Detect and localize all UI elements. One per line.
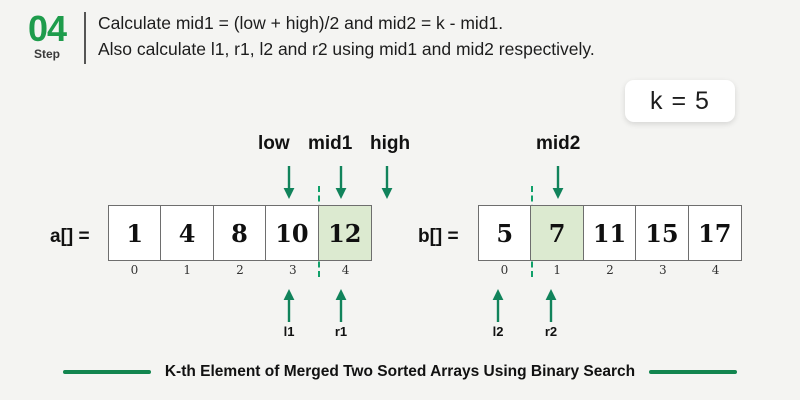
array-a-cell-2[interactable]: 8	[213, 206, 267, 260]
arrow-down-mid2-icon	[552, 166, 564, 199]
step-description: Calculate mid1 = (low + high)/2 and mid2…	[98, 10, 595, 62]
array-b-label: b[] =	[418, 226, 459, 247]
array-b-cell-4[interactable]: 17	[688, 206, 742, 260]
step-badge: 04 Step	[16, 10, 78, 62]
pointer-label-r1: r1	[334, 324, 348, 339]
step-description-line-1: Calculate mid1 = (low + high)/2 and mid2…	[98, 13, 504, 33]
array-b-cell-0[interactable]: 5	[479, 206, 532, 260]
array-b-index-4: 4	[711, 263, 720, 277]
array-a-index-row: 0 1 2 3 4	[108, 263, 372, 281]
footer-rule-right	[649, 370, 738, 374]
array-a: 1 4 8 10 12	[108, 205, 372, 261]
arrow-up-l1-icon	[283, 289, 295, 322]
step-header: 04 Step Calculate mid1 = (low + high)/2 …	[16, 10, 786, 72]
pointer-label-r2: r2	[544, 324, 558, 339]
pointer-label-low: low	[258, 133, 290, 154]
arrow-up-l2-icon	[492, 289, 504, 322]
array-b-index-3: 3	[658, 263, 667, 277]
array-a-index-2: 2	[236, 263, 244, 277]
arrow-down-mid1-icon	[335, 166, 347, 199]
header-divider	[84, 12, 86, 64]
pointer-label-mid1: mid1	[308, 133, 353, 154]
array-b-index-2: 2	[606, 263, 614, 277]
footer: K-th Element of Merged Two Sorted Arrays…	[0, 363, 800, 381]
array-a-label: a[] =	[50, 226, 90, 247]
array-b-index-row: 0 1 2 3 4	[478, 263, 742, 281]
step-number: 04	[27, 8, 67, 49]
array-a-cell-3[interactable]: 10	[266, 206, 319, 260]
k-value-chip: k = 5	[625, 80, 735, 122]
array-b-cell-2[interactable]: 11	[583, 206, 637, 260]
array-a-index-0: 0	[130, 263, 139, 277]
arrow-down-low-icon	[283, 166, 295, 199]
array-a-cell-0[interactable]: 1	[109, 206, 162, 260]
arrow-down-high-icon	[381, 166, 393, 199]
pointer-label-l2: l2	[492, 324, 504, 339]
array-b: 5 7 11 15 17	[478, 205, 742, 261]
pointer-label-mid2: mid2	[536, 133, 581, 154]
footer-rule-left	[62, 370, 151, 374]
array-b-index-0: 0	[500, 263, 509, 277]
step-description-line-2: Also calculate l1, r1, l2 and r2 using m…	[98, 38, 595, 59]
arrow-up-r2-icon	[545, 289, 557, 322]
footer-caption: K-th Element of Merged Two Sorted Arrays…	[164, 363, 636, 380]
step-word-label: Step	[33, 47, 60, 62]
array-b-cell-3[interactable]: 15	[636, 206, 689, 260]
pointer-label-high: high	[370, 133, 411, 154]
array-a-cell-1[interactable]: 4	[161, 206, 214, 260]
array-b-index-1: 1	[553, 263, 562, 277]
array-b-cell-1[interactable]: 7	[531, 206, 584, 260]
array-a-index-1: 1	[183, 263, 192, 277]
pointer-label-l1: l1	[283, 324, 295, 339]
arrow-up-r1-icon	[335, 289, 347, 322]
array-a-cell-4[interactable]: 12	[318, 206, 372, 260]
array-a-index-4: 4	[341, 263, 350, 277]
array-a-index-3: 3	[288, 263, 297, 277]
